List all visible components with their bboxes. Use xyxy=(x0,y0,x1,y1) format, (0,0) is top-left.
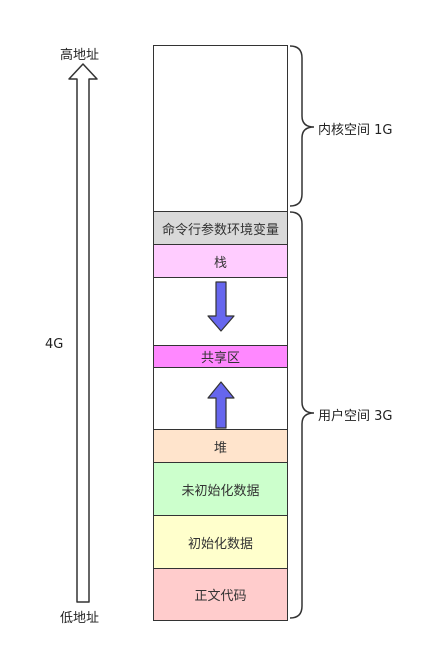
total-size-label: 4G xyxy=(45,337,64,352)
stack-text: 栈 xyxy=(213,255,227,271)
address-up-arrow-icon xyxy=(68,63,98,603)
heap-text: 堆 xyxy=(213,440,227,456)
high-address-label: 高地址 xyxy=(60,48,100,63)
kernel-brace-icon xyxy=(289,45,315,207)
env-args-block: 命令行参数环境变量 xyxy=(153,211,288,245)
bss-text: 未初始化数据 xyxy=(181,483,260,499)
bss-block: 未初始化数据 xyxy=(153,462,288,516)
env-args-text: 命令行参数环境变量 xyxy=(161,222,279,238)
text-code-text: 正文代码 xyxy=(194,589,247,604)
user-brace-icon xyxy=(289,211,315,619)
shared-region-block: 共享区 xyxy=(153,345,288,368)
kernel-space-label: 内核空间 1G xyxy=(318,123,393,138)
data-text: 初始化数据 xyxy=(187,536,253,552)
heap-block: 堆 xyxy=(153,429,288,463)
kernel-space-block xyxy=(153,45,288,212)
heap-up-arrow-icon xyxy=(207,381,235,429)
stack-down-arrow-icon xyxy=(207,281,235,332)
user-space-label: 用户空间 3G xyxy=(318,409,393,424)
stack-block: 栈 xyxy=(153,244,288,278)
shared-region-text: 共享区 xyxy=(200,351,240,366)
low-address-label: 低地址 xyxy=(60,611,100,626)
text-block: 正文代码 xyxy=(153,568,288,621)
